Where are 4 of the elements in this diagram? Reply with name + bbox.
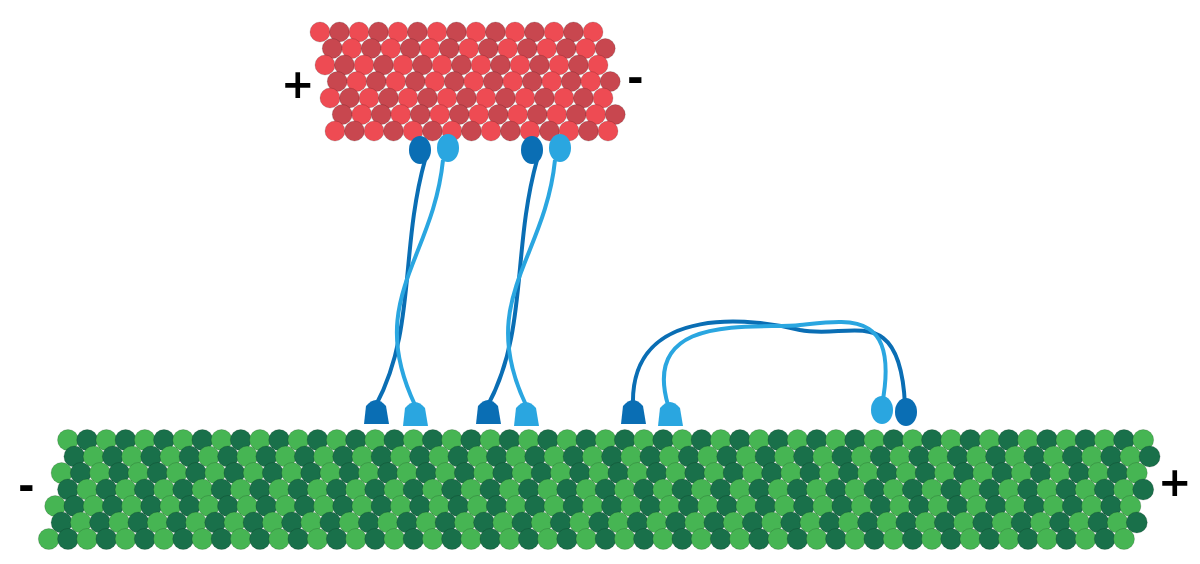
polarity-sign: - xyxy=(627,58,644,98)
polarity-sign: + xyxy=(1158,462,1192,502)
polarity-sign: + xyxy=(281,64,315,104)
polarity-sign: - xyxy=(18,466,35,506)
